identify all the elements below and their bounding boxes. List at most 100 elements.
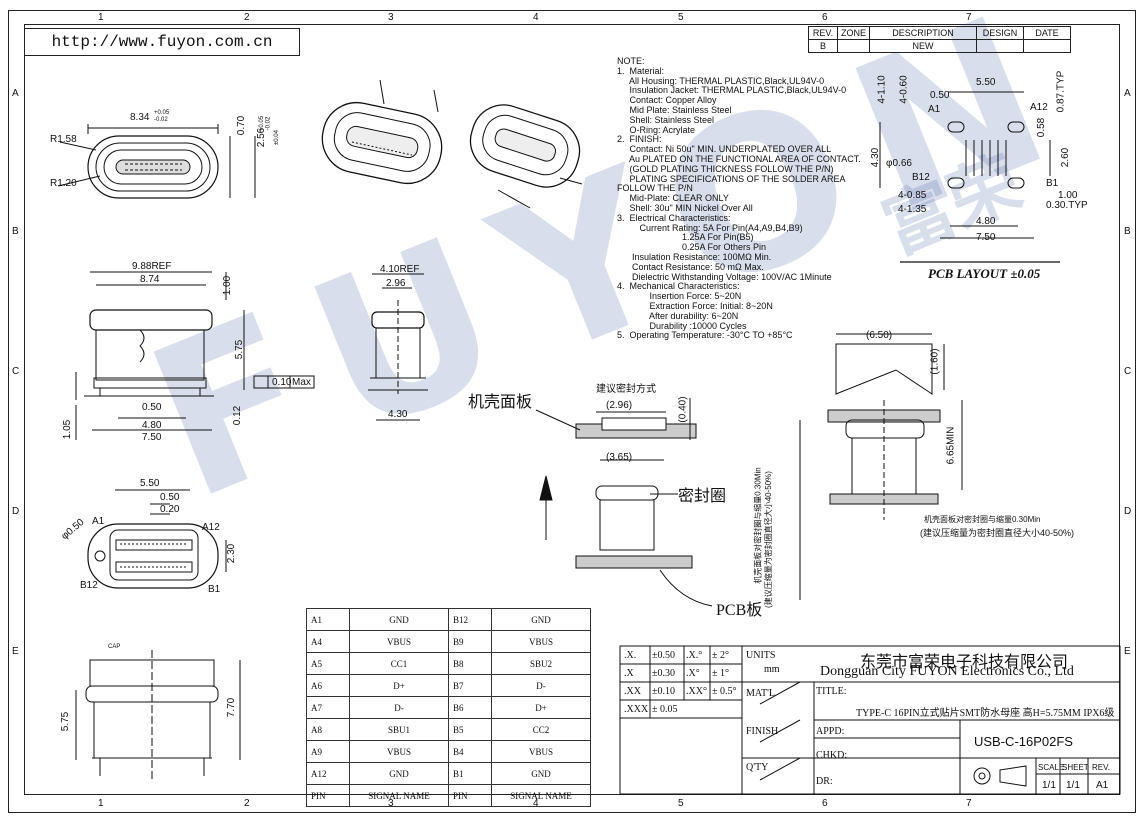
zone-row-d-right: D <box>1124 506 1132 517</box>
tolerance-cell: ±0.30 <box>652 668 675 679</box>
dim-side-100: 1.00 <box>222 275 234 296</box>
note-line: O-Ring: Acrylate <box>617 124 696 135</box>
note-line: Insertion Force: 5~20N <box>617 291 742 302</box>
pcb-label-b1: B1 <box>1046 178 1059 189</box>
rsec-note-2: (建议压缩量为密封圈直径大小40-50%) <box>920 528 1075 538</box>
dim-end-430: 4.30 <box>388 409 408 420</box>
rev-date <box>1023 39 1072 53</box>
pin-table-cell: A9 <box>306 740 350 763</box>
zone-row-d: D <box>12 506 20 517</box>
pcb-label-b12: B12 <box>912 172 930 183</box>
note-line: Mid Plate: Stainless Steel <box>617 104 732 115</box>
scale-value: 1/1 <box>1042 780 1056 791</box>
rsec-dim-160: (1.60) <box>929 348 941 375</box>
pin-table-cell: D- <box>491 674 591 697</box>
note-line: Contact: Ni 50u" MIN. UNDERPLATED OVER A… <box>617 144 832 155</box>
pcb-label-a12: A12 <box>1030 102 1048 113</box>
pcb-dim-4-085: 4-0.85 <box>898 190 927 201</box>
note-line: 5. Operating Temperature: -30°C TO +85°C <box>617 330 793 341</box>
tolerance-cell: .X° <box>686 668 700 679</box>
dim-front-width-tol-plus: +0.05 <box>154 110 170 116</box>
label-panel: 机壳面板 <box>468 394 533 411</box>
pin-table-cell: D- <box>349 696 449 719</box>
title-label: TITLE: <box>816 686 847 697</box>
label-seal: 密封圈 <box>678 488 727 505</box>
pcb-dim-4-110: 4-1.10 <box>876 75 888 104</box>
dim-front-256-tol: ±0.04 <box>273 130 280 145</box>
units-label: UNITS <box>746 650 776 661</box>
note-line: NOTE: <box>617 56 645 66</box>
tolerance-cell: .XXX <box>624 704 649 715</box>
dr-label: DR: <box>816 776 833 787</box>
material-label: MAT'L <box>746 688 776 699</box>
zone-col-4: 4 <box>533 12 539 23</box>
note-line: Mid-Plate: CLEAR ONLY <box>617 193 729 204</box>
pin-table-cell: B5 <box>448 718 492 741</box>
zone-row-b-right: B <box>1124 226 1131 237</box>
note-line: 1. Material: <box>617 65 665 76</box>
label-pcb: PCB板 <box>716 602 763 619</box>
dim-side-max: Max <box>292 377 311 388</box>
tolerance-cell: .X. <box>624 650 637 661</box>
pcb-dim-058: 0.58 <box>1036 117 1048 138</box>
note-line: Dielectric Withstanding Voltage: 100V/AC… <box>617 271 832 282</box>
tolerance-cell: .X.° <box>686 650 703 661</box>
note-line: Durability :10000 Cycles <box>617 320 747 331</box>
note-line: 1.25A For Pin(B5) <box>617 232 754 243</box>
side-view <box>75 271 315 440</box>
dim-front-r158: R1.58 <box>50 134 77 145</box>
dim-end-410: 4.10REF <box>380 264 420 275</box>
zone-col-5-bottom: 5 <box>678 798 684 809</box>
pcb-dim-4-135: 4-1.35 <box>898 204 927 215</box>
dim-end-296: 2.96 <box>386 278 406 289</box>
tolerance-block: .X.±0.50.X.°± 2°.X±0.30.X°± 1°.XX±0.10.X… <box>620 646 742 718</box>
website-url[interactable]: http://www.fuyon.com.cn <box>24 28 300 56</box>
pin-table-cell: A4 <box>306 630 350 653</box>
chkd-label: CHKD: <box>816 750 848 761</box>
note-line: (GOLD PLATING THICKNESS FOLLOW THE P/N) <box>617 163 834 174</box>
dim-bottom-020: 0.20 <box>160 504 180 515</box>
tolerance-cell: ± 1° <box>712 668 729 679</box>
right-section <box>799 333 963 600</box>
pin-table-cell: B8 <box>448 652 492 675</box>
note-line: Insulation Jacket: THERMAL PLASTIC,Black… <box>617 85 847 96</box>
note-line: 0.25A For Others Pin <box>617 242 767 253</box>
pcb-dim-430: 4.30 <box>870 147 882 168</box>
pcb-label-a1: A1 <box>928 104 941 115</box>
pin-table-cell: B1 <box>448 762 492 785</box>
pin-table-cell: D+ <box>491 696 591 719</box>
section-dim-296: (2.96) <box>606 400 633 411</box>
sheet-label: SHEET <box>1062 763 1089 772</box>
dim-bottom-550: 5.50 <box>140 478 160 489</box>
tolerance-cell: .X <box>624 668 634 679</box>
note-line: Shell: 30u" MIN Nickel Over All <box>617 202 753 213</box>
tolerance-cell: ± 2° <box>712 650 729 661</box>
zone-row-c-right: C <box>1124 366 1132 377</box>
note-line: 2. FINISH: <box>617 134 662 145</box>
front-view <box>57 124 256 199</box>
pin-table-cell: B9 <box>448 630 492 653</box>
section-view <box>535 398 713 607</box>
dim-lower-575: 5.75 <box>60 711 72 732</box>
drawing-frame <box>8 10 1136 813</box>
note-line: Current Rating: 5A For Pin(A4,A9,B4,B9) <box>617 222 803 233</box>
label-bottom-a12: A12 <box>202 522 220 533</box>
note-line: After durability: 6~20N <box>617 310 739 321</box>
pin-table-cell: GND <box>349 762 449 785</box>
note-line: Shell: Stainless Steel <box>617 114 715 125</box>
zone-col-7-bottom: 7 <box>966 798 972 809</box>
pcb-dim-100: 1.00 <box>1058 190 1078 201</box>
pcb-dim-750: 7.50 <box>976 232 996 243</box>
note-line: Insulation Resistance: 100MΩ Min. <box>617 251 772 262</box>
section-dim-365: (3.65) <box>606 452 633 463</box>
dim-front-256: 2.56 <box>256 127 268 148</box>
pin-table-cell: PIN <box>306 784 350 807</box>
pin-table-cell: VBUS <box>491 740 591 763</box>
title-value: TYPE-C 16PIN立式贴片SMT防水母座 高H=5.75MM IPX6级 <box>856 708 1115 719</box>
rev-value-title: A1 <box>1096 780 1109 791</box>
pcb-dim-480: 4.80 <box>976 216 996 227</box>
